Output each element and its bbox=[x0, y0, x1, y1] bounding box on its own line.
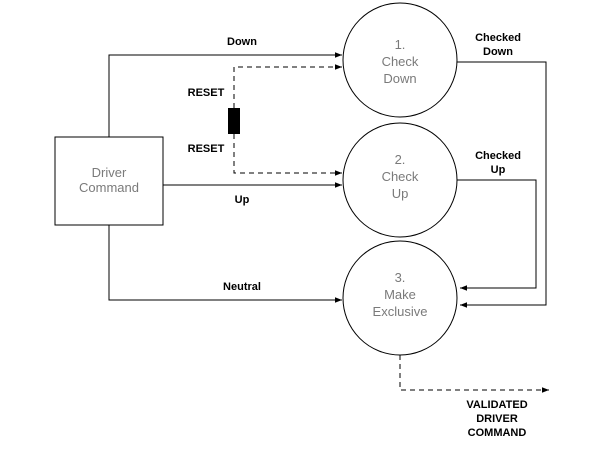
output-label-line1: VALIDATED bbox=[466, 399, 527, 411]
make-exclusive-label-line1: 3. bbox=[395, 270, 406, 285]
make-exclusive-label-line2: Make bbox=[384, 287, 416, 302]
make-exclusive-node: 3. Make Exclusive bbox=[342, 240, 458, 356]
check-up-label-line2: Check bbox=[382, 169, 419, 184]
checked-down-flow-arrow bbox=[457, 61, 547, 308]
neutral-flow-label: Neutral bbox=[223, 281, 261, 293]
checked-up-label-line2: Up bbox=[491, 164, 506, 176]
check-down-node: 1. Check Down bbox=[342, 2, 458, 118]
reset-bottom-flow-arrow bbox=[233, 134, 342, 176]
up-flow-label: Up bbox=[235, 194, 250, 206]
check-up-label-line3: Up bbox=[392, 186, 409, 201]
driver-command-node: Driver Command bbox=[54, 136, 164, 226]
reset-top-flow-arrow bbox=[233, 64, 342, 108]
check-down-label-line1: 1. bbox=[395, 37, 406, 52]
check-down-circle bbox=[342, 2, 458, 118]
checked-down-label-line1: Checked bbox=[475, 32, 521, 44]
check-up-node: 2. Check Up bbox=[342, 122, 458, 238]
check-down-label-line2: Check bbox=[382, 54, 419, 69]
check-down-label-line3: Down bbox=[383, 71, 416, 86]
check-up-label-line1: 2. bbox=[395, 152, 406, 167]
down-flow-arrow bbox=[108, 52, 342, 137]
neutral-flow-arrow bbox=[108, 225, 342, 303]
reset-bottom-label: RESET bbox=[188, 143, 225, 155]
checked-up-flow-arrow bbox=[457, 179, 537, 291]
reset-control-block bbox=[228, 108, 240, 134]
checked-up-label-line1: Checked bbox=[475, 150, 521, 162]
checked-down-label-line2: Down bbox=[483, 46, 513, 58]
driver-command-label-line2: Command bbox=[79, 180, 139, 195]
reset-top-label: RESET bbox=[188, 87, 225, 99]
validated-output-flow-arrow bbox=[399, 355, 549, 393]
make-exclusive-label-line3: Exclusive bbox=[373, 304, 428, 319]
driver-command-box bbox=[54, 136, 164, 226]
output-label-line2: DRIVER bbox=[476, 413, 518, 425]
output-label-line3: COMMAND bbox=[468, 427, 527, 439]
driver-command-label-line1: Driver bbox=[92, 165, 127, 180]
down-flow-label: Down bbox=[227, 36, 257, 48]
